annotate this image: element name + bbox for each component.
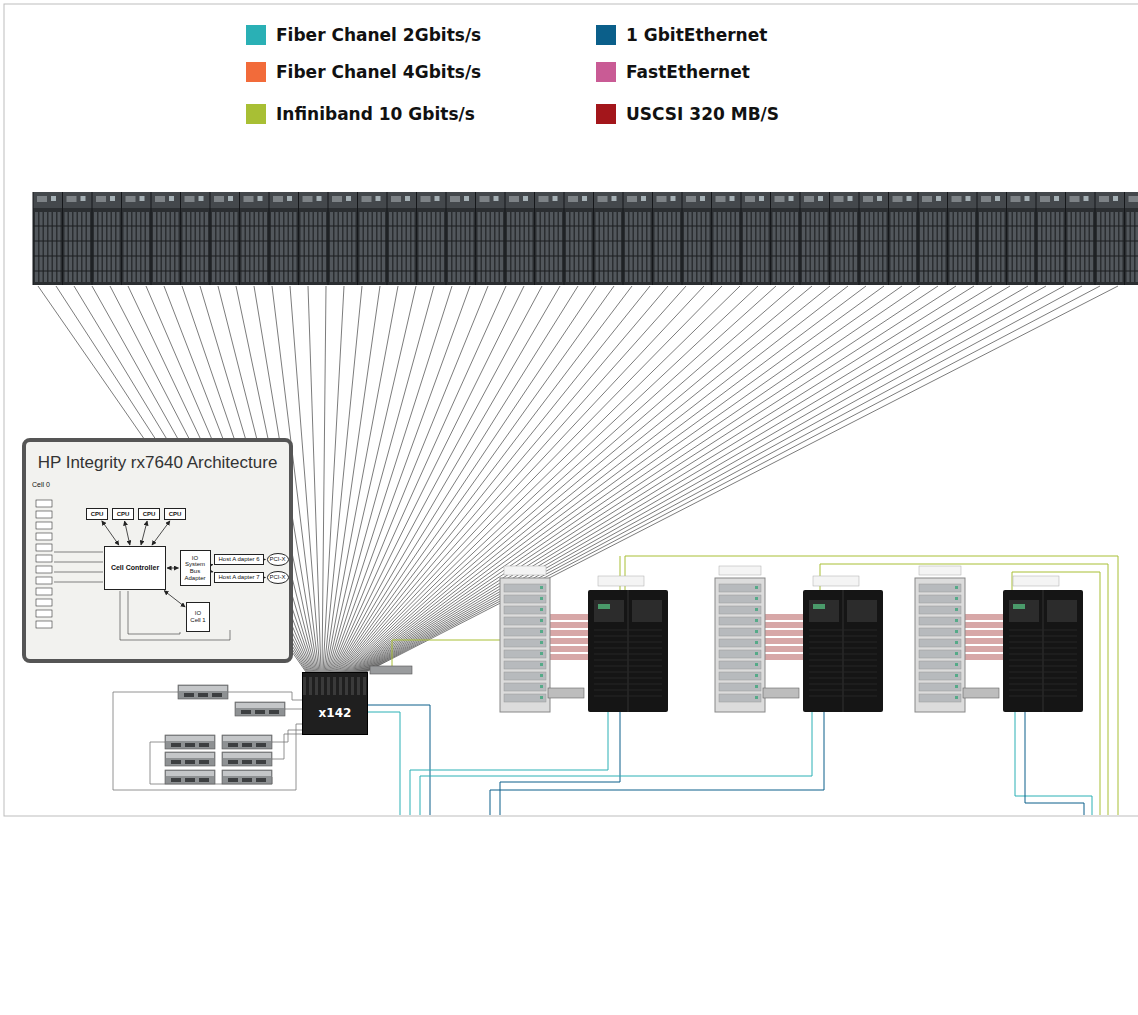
- part-label: Cell 0: [32, 481, 50, 488]
- pci-ellipse: PCI-X: [267, 571, 289, 584]
- bus-connector: [164, 591, 185, 607]
- blade-chassis: [33, 192, 1138, 285]
- legend-swatch: [246, 104, 266, 124]
- memory-dimms: [36, 500, 230, 640]
- legend-text: Infiniband 10 Gbits/s: [276, 104, 475, 124]
- edge-switches: [113, 685, 302, 790]
- server-group: [915, 566, 1083, 712]
- switch-module: [370, 666, 412, 674]
- controller-box: Cell Controller: [104, 546, 166, 590]
- legend-text: FastEthernet: [626, 62, 750, 82]
- bus-connector: [211, 571, 213, 572]
- panel-title: HP Integrity rx7640 Architecture: [26, 454, 289, 473]
- server-group: [500, 566, 668, 712]
- node-text: Cell 1: [190, 617, 205, 624]
- legend-text: 1 GbitEthernet: [626, 25, 767, 45]
- frame: [4, 4, 1138, 816]
- bus-connector: [211, 564, 213, 565]
- legend-text: Fiber Chanel 2Gbits/s: [276, 25, 481, 45]
- node-text: PCI-X: [269, 556, 285, 563]
- bus-connector: [141, 521, 147, 545]
- node-text: Cell Controller: [111, 564, 159, 572]
- cpu-box: CPU: [164, 508, 186, 520]
- node-text: x142: [319, 707, 352, 720]
- architecture-panel: CPU CPU CPU CPU Cell Controller IO System Bus…: [22, 438, 293, 663]
- legend-swatch: [246, 62, 266, 82]
- node-text: PCI-X: [269, 574, 285, 581]
- host-adapter-box: Host A dapter 7: [214, 572, 264, 583]
- server-group: [715, 566, 883, 712]
- cpu-box: CPU: [112, 508, 134, 520]
- node-text: CPU: [169, 511, 182, 518]
- host-adapter-box: Host A dapter 6: [214, 554, 264, 565]
- pci-ellipse: PCI-X: [267, 553, 289, 566]
- bus-connector: [265, 577, 267, 578]
- bus-connector: [102, 521, 119, 545]
- node-text: IO System Bus Adapter: [182, 555, 209, 581]
- node-text: CPU: [117, 511, 130, 518]
- node-text: Host A dapter 7: [218, 574, 259, 581]
- node-text: CPU: [143, 511, 156, 518]
- bus-connector: [152, 521, 170, 545]
- cpu-box: CPU: [138, 508, 160, 520]
- bus-connector: [125, 521, 130, 545]
- bus-connector: [265, 559, 267, 560]
- bus-connector: [167, 568, 179, 569]
- legend-swatch: [596, 62, 616, 82]
- switch-box: x142: [302, 672, 368, 735]
- legend-swatch: [596, 104, 616, 124]
- legend-text: Fiber Chanel 4Gbits/s: [276, 62, 481, 82]
- cell-box: IOCell 1: [186, 602, 210, 632]
- legend-swatch: [246, 25, 266, 45]
- legend-text: USCSI 320 MB/S: [626, 104, 779, 124]
- cpu-box: CPU: [86, 508, 108, 520]
- node-text: IO: [195, 610, 201, 617]
- network-wires: [368, 556, 1118, 815]
- node-text: CPU: [91, 511, 104, 518]
- bus-adapter-box: IO System Bus Adapter: [180, 550, 211, 586]
- node-text: Host A dapter 6: [218, 556, 259, 563]
- legend-swatch: [596, 25, 616, 45]
- panel-ground: [22, 438, 293, 663]
